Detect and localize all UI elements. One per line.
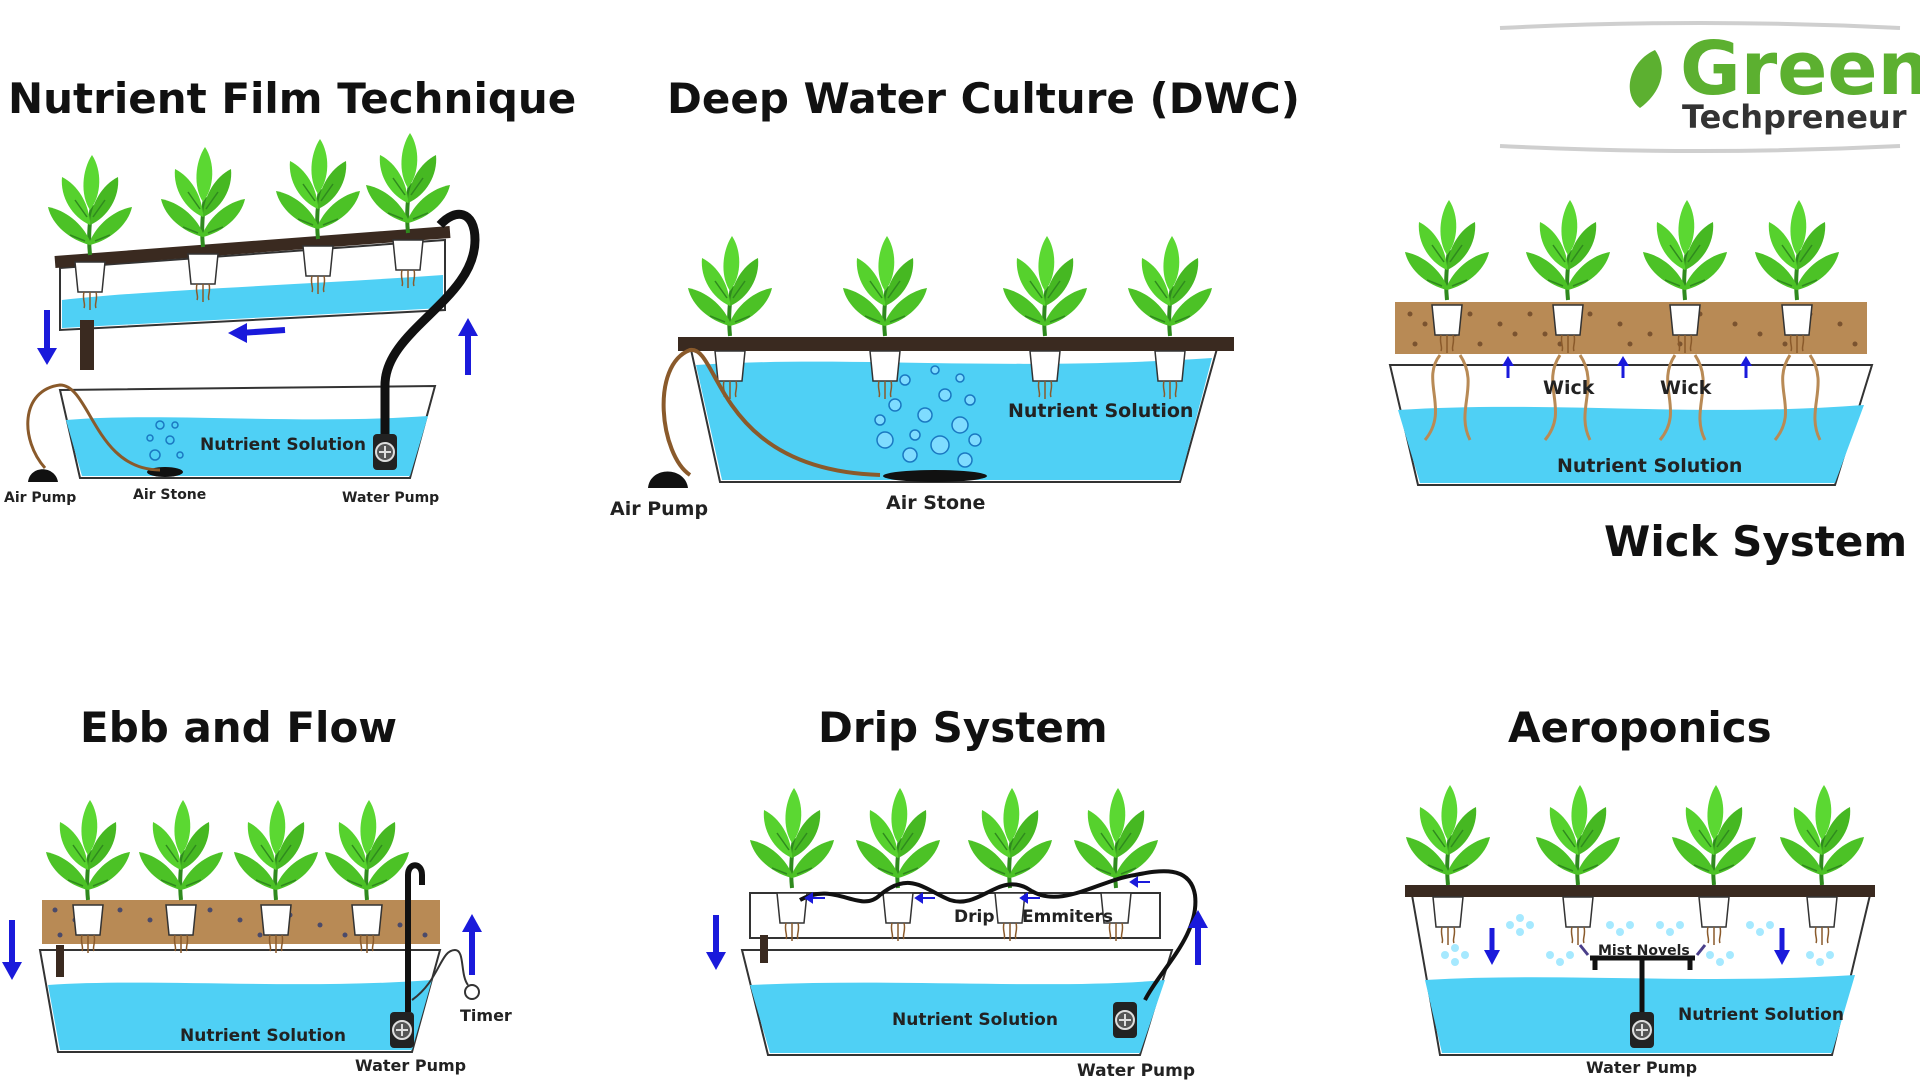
- bubbles-icon: [874, 365, 982, 468]
- air-pump-icon: [648, 471, 688, 488]
- label-air-pump: Air Pump: [4, 490, 76, 506]
- label-water-pump: Water Pump: [342, 490, 439, 506]
- arrow-down-icon: [2, 962, 22, 980]
- wick-arrows: [1502, 356, 1752, 378]
- water-pump-icon: [1629, 1011, 1655, 1049]
- label-water-pump: Water Pump: [355, 1056, 466, 1075]
- channel-lid: [54, 226, 451, 268]
- support-board: [1405, 885, 1875, 897]
- panel-title: Wick System: [1604, 517, 1907, 566]
- logo-name: Green: [1680, 26, 1920, 112]
- reservoir-water: [1398, 405, 1864, 483]
- label-air-stone: Air Stone: [133, 487, 206, 503]
- label-solution: Nutrient Solution: [200, 435, 366, 455]
- water-pump-icon: [1112, 1001, 1138, 1039]
- arrow-up-icon: [1188, 910, 1208, 928]
- logo-sub: Techpreneur: [1682, 98, 1907, 136]
- air-stone-icon: [883, 470, 987, 482]
- leaf-logo-icon: [1629, 50, 1662, 108]
- reservoir-water: [750, 980, 1165, 1053]
- mist-icon: [1441, 914, 1834, 966]
- label-water-pump: Water Pump: [1077, 1061, 1195, 1080]
- label-emitters: Emmiters: [1022, 907, 1113, 927]
- panel-ebb: Ebb and Flow Nutrient Solution Timer Wat…: [2, 703, 512, 1075]
- panel-nft: Nutrient Film Technique Nutrient Solutio…: [4, 74, 576, 506]
- float-board: [678, 337, 1234, 351]
- label-air-pump: Air Pump: [610, 498, 708, 520]
- wicks: [1423, 354, 1822, 441]
- reservoir-water: [66, 416, 428, 476]
- timer-icon: [464, 984, 480, 1000]
- panel-dwc: Deep Water Culture (DWC) Nutrient Soluti…: [610, 74, 1300, 520]
- arrow-up-icon: [462, 914, 482, 932]
- panel-title: Ebb and Flow: [80, 703, 397, 752]
- panel-title: Drip System: [818, 703, 1108, 752]
- label-timer: Timer: [460, 1006, 512, 1025]
- channel-water: [62, 275, 443, 328]
- label-solution: Nutrient Solution: [892, 1010, 1058, 1030]
- label-wick-1: Wick: [1543, 377, 1595, 399]
- panel-title: Deep Water Culture (DWC): [667, 74, 1300, 123]
- mist-pipe: [1590, 955, 1695, 1020]
- arrow-left-icon: [228, 323, 247, 343]
- label-drip: Drip: [954, 907, 995, 927]
- label-mist: Mist Novels: [1598, 943, 1690, 959]
- arrow-down-icon: [1774, 950, 1790, 965]
- bubbles-icon: [146, 420, 184, 461]
- reservoir-water: [48, 980, 432, 1050]
- label-solution: Nutrient Solution: [1557, 455, 1742, 477]
- label-wick-2: Wick: [1660, 377, 1712, 399]
- drip-line: [799, 869, 1198, 1001]
- label-solution: Nutrient Solution: [1008, 400, 1193, 422]
- label-water-pump: Water Pump: [1586, 1058, 1697, 1077]
- logo: Green Techpreneur: [1490, 21, 1920, 153]
- panel-wick: Wick Wick Nutrient Solution Wick System: [1388, 198, 1907, 566]
- label-air-stone: Air Stone: [886, 492, 985, 514]
- flow-arrows: [804, 876, 1150, 904]
- arrow-down-icon: [37, 348, 57, 365]
- label-solution: Nutrient Solution: [180, 1026, 346, 1046]
- panel-aero: Aeroponics Mist Novels Nutrient Solution…: [1404, 703, 1875, 1077]
- water-pump-icon: [372, 433, 398, 471]
- arrow-down-icon: [1484, 950, 1500, 965]
- water-pump-icon: [389, 1011, 415, 1049]
- air-pump-icon: [28, 469, 58, 482]
- arrow-down-icon: [706, 952, 726, 970]
- panel-title: Aeroponics: [1508, 703, 1772, 752]
- panel-title: Nutrient Film Technique: [8, 74, 576, 123]
- panel-drip: Drip System Drip Emmiters Nutrient Solut…: [706, 703, 1208, 1080]
- arrow-up-icon: [458, 318, 478, 336]
- label-solution: Nutrient Solution: [1678, 1005, 1844, 1025]
